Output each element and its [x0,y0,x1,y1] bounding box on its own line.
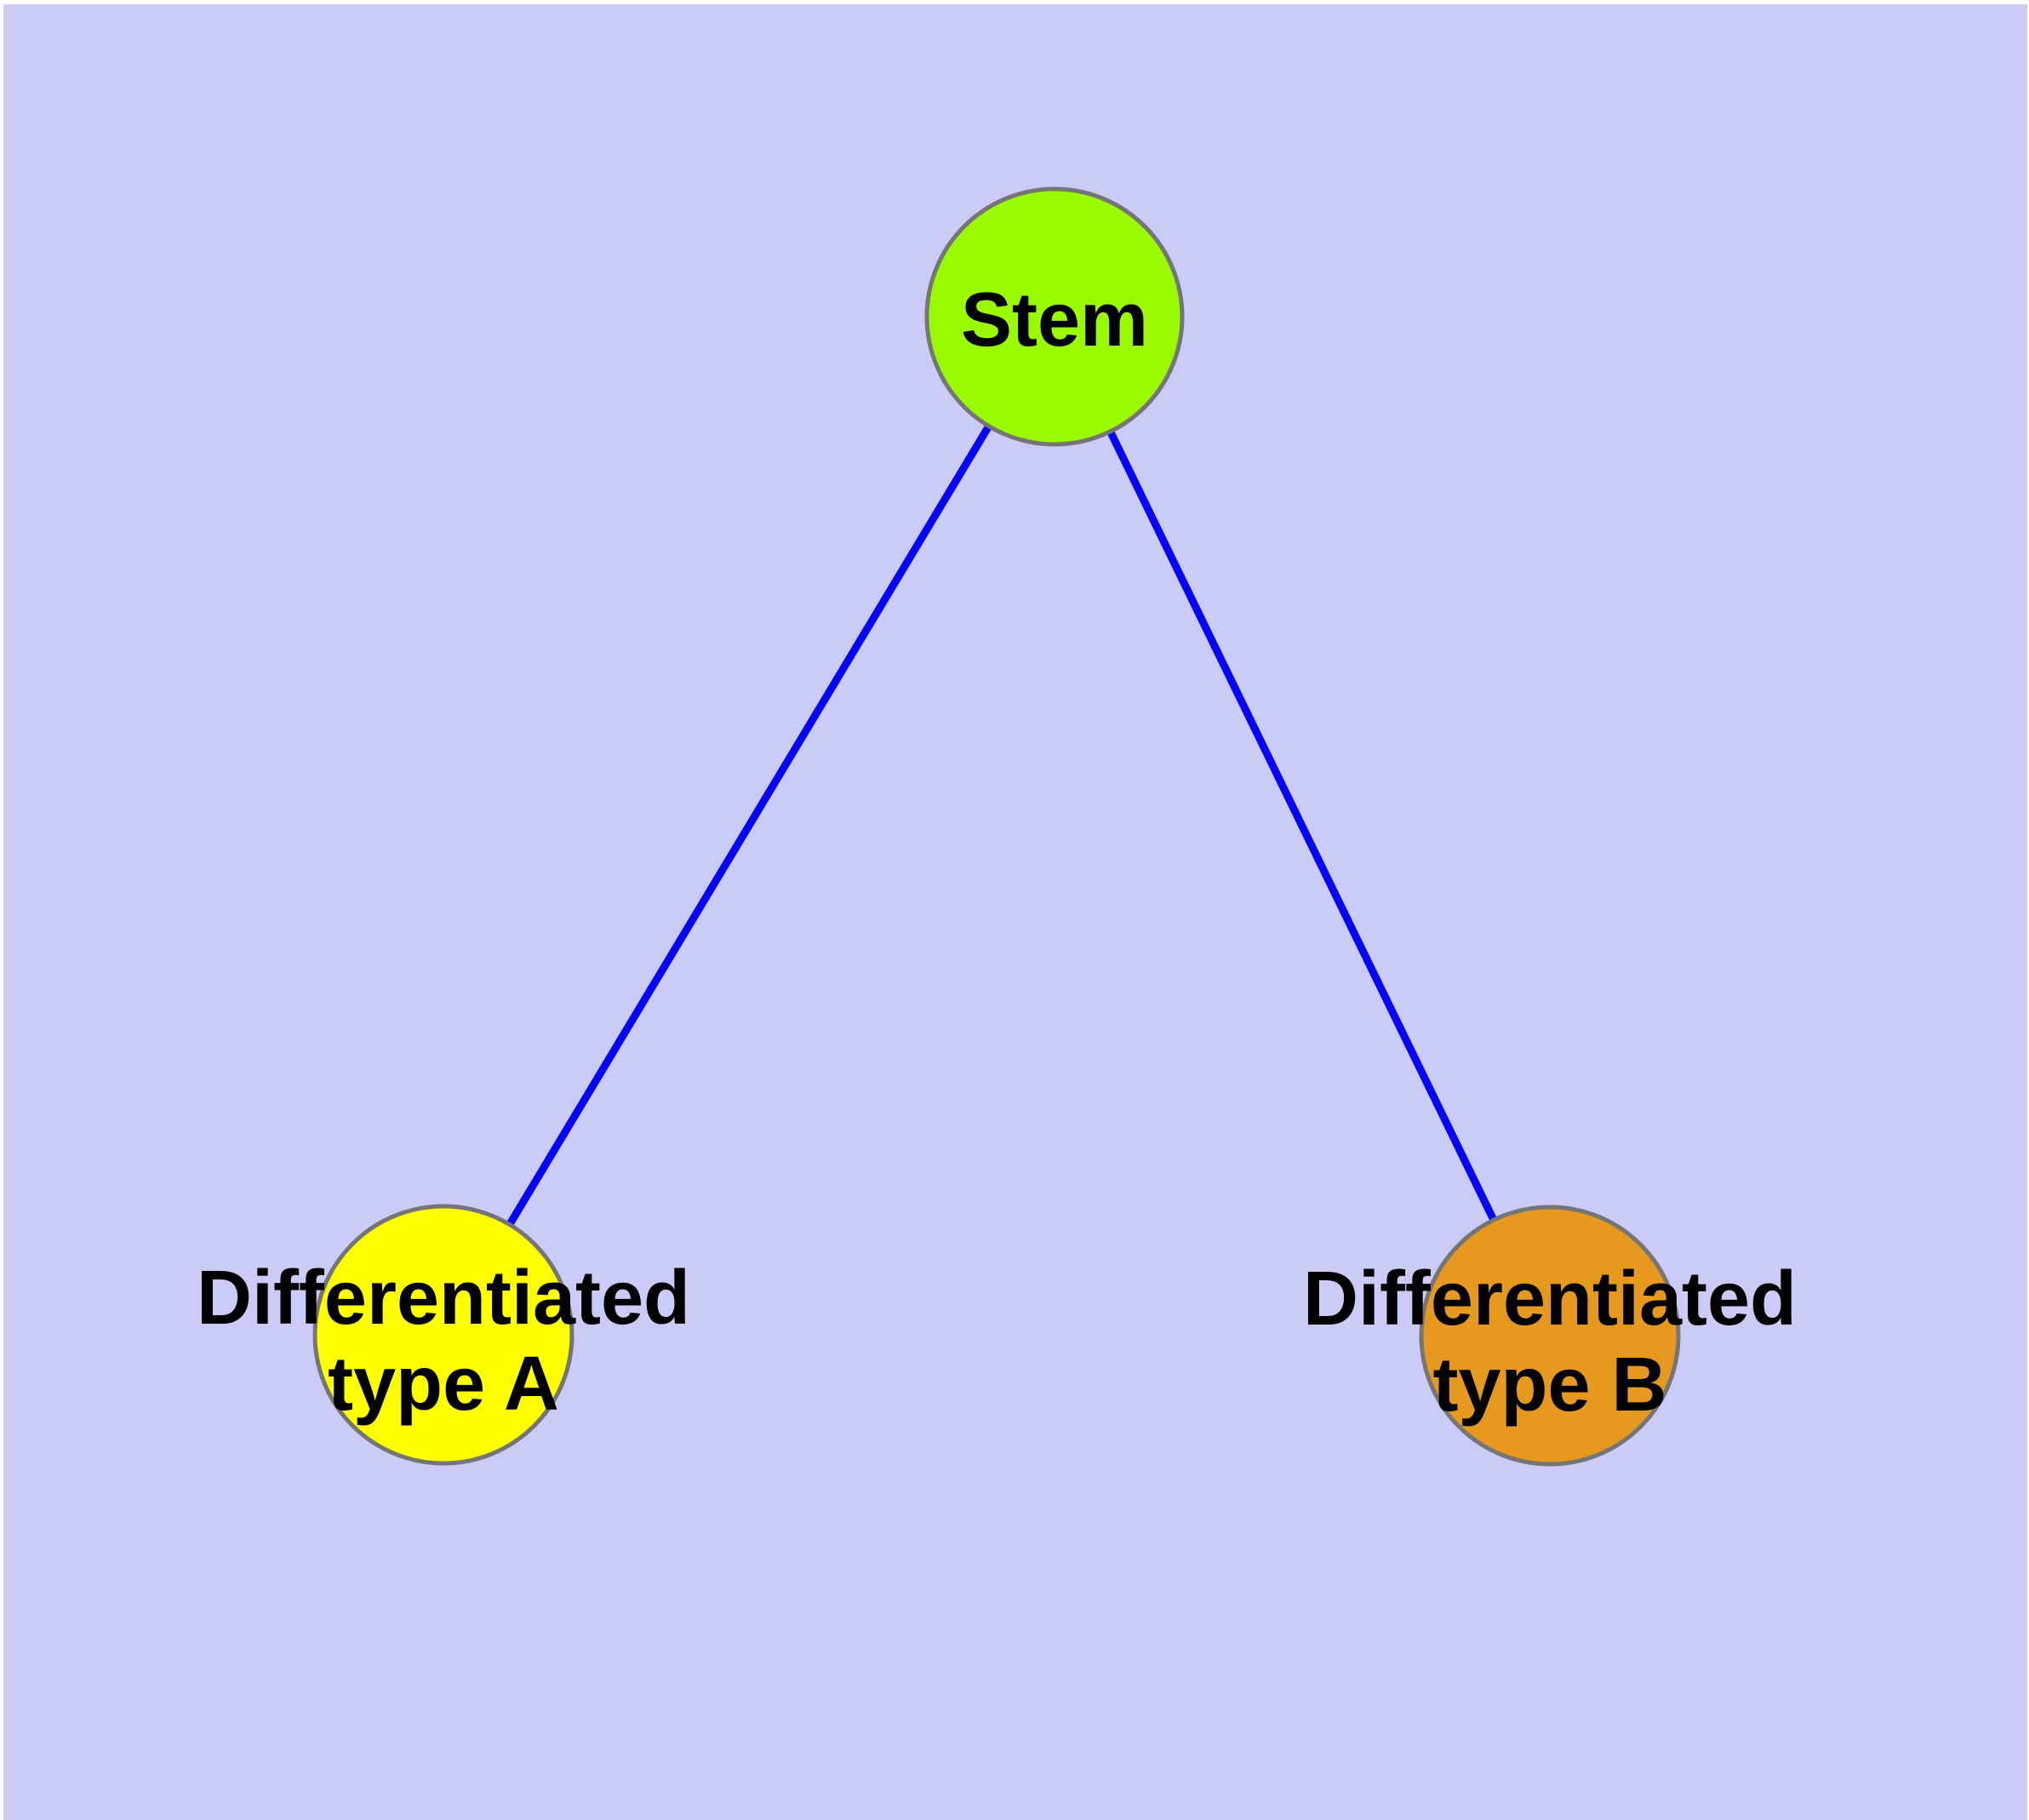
node-stem [924,186,1185,447]
node-type-a-label-line1: Differentiated [197,1256,690,1341]
node-type-b-label-line2: type B [1432,1342,1666,1428]
edge-stem-to-type-a [440,314,1058,1337]
node-stem-label: Stem [961,278,1148,363]
node-differentiated-type-b [1419,1205,1681,1467]
node-type-b-label-line1: Differentiated [1303,1256,1797,1342]
node-differentiated-type-a [312,1204,574,1466]
node-type-a-label-line2: type A [328,1342,559,1427]
edge-stem-to-type-b [1050,315,1554,1337]
